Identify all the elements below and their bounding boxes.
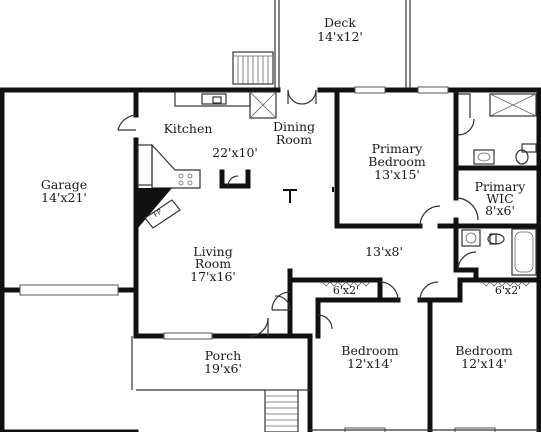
porch-name: Porch [205,348,241,363]
label-hall: 13'x8' [365,244,403,259]
porch-size: 19'x6' [204,361,242,376]
dining-marker [283,187,334,203]
deck-outline [274,0,411,88]
bedroom-1-size: 12'x14' [347,356,393,371]
bedroom-2-size: 12'x14' [461,356,507,371]
porch-stairs [264,389,299,432]
primary-wic-line1: Primary [475,179,527,194]
deck-size: 14'x12' [317,29,363,44]
closet-1-size: 6'x2' [333,284,359,297]
dining-name-line2: Room [276,132,312,147]
label-primary-wic: Primary WIC 8'x6' [475,179,527,218]
kitchen-dining-size: 22'x10' [212,145,258,160]
living-name-line2: Room [195,256,231,271]
label-closet-2: 6'x2' [495,284,521,297]
label-garage: Garage 14'x21' [41,177,87,205]
label-dining: Dining Room [273,119,315,147]
primary-bedroom-line1: Primary [372,141,424,156]
bedroom-windows [310,427,539,432]
fireplace-label: FP [152,208,163,219]
kitchen-name: Kitchen [164,121,213,136]
kitchen-counters [137,91,251,189]
closet-2-size: 6'x2' [495,284,521,297]
dining-name-line1: Dining [273,119,315,134]
garage-walls [0,87,139,339]
bedroom-2-name: Bedroom [455,343,513,358]
living-size: 17'x16' [190,269,236,284]
label-bedroom-2: Bedroom 12'x14' [455,343,513,371]
primary-wic-size: 8'x6' [485,203,515,218]
garage-size: 14'x21' [41,190,87,205]
primary-bedroom-size: 13'x15' [374,167,420,182]
bedroom-1-name: Bedroom [341,343,399,358]
label-porch: Porch 19'x6' [204,348,242,376]
label-closet-1: 6'x2' [333,284,359,297]
label-deck: Deck 14'x12' [317,15,363,44]
primary-wic-line2: WIC [486,191,513,206]
label-bedroom-1: Bedroom 12'x14' [341,343,399,371]
living-name-line1: Living [193,244,232,259]
primary-suite-walls [334,86,541,257]
label-kitchen: Kitchen [164,121,213,136]
patio-door [287,89,317,105]
deck-stairs [232,51,274,85]
closets [271,268,541,432]
pantry [249,91,277,119]
hall-bath [453,228,537,281]
porch-outline [131,317,310,391]
deck-name: Deck [324,15,356,30]
fireplace [138,188,181,229]
label-kitchen-dining-size: 22'x10' [212,145,258,160]
garage-name: Garage [41,177,87,192]
primary-bedroom-line2: Bedroom [368,154,426,169]
label-primary-bedroom: Primary Bedroom 13'x15' [368,141,426,182]
label-living: Living Room 17'x16' [190,244,236,284]
primary-bath [455,93,537,221]
hall-size: 13'x8' [365,244,403,259]
